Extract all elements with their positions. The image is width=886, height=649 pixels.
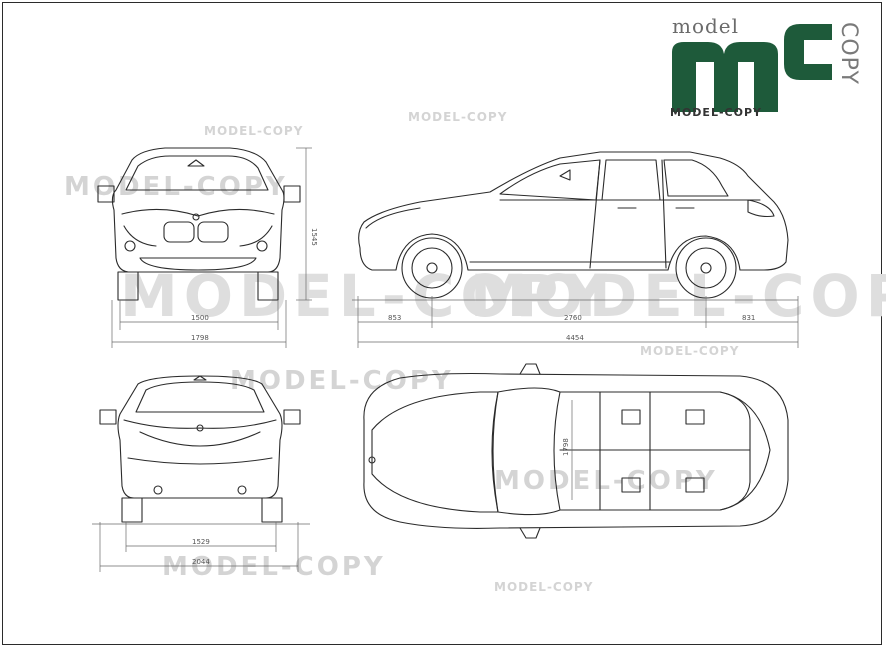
dim-top-width: 1798 xyxy=(562,438,570,456)
dim-front-height: 1545 xyxy=(310,228,318,246)
dim-front-width: 1798 xyxy=(191,334,209,342)
dim-rear-track: 1529 xyxy=(192,538,210,546)
logo-script-text: model xyxy=(672,14,740,38)
dim-side-wheelbase: 2760 xyxy=(564,314,582,322)
dim-side-length: 4454 xyxy=(566,334,584,342)
model-copy-logo: model COPY MODEL-COPY xyxy=(668,14,868,124)
dim-side-rear-overhang: 831 xyxy=(742,314,755,322)
logo-m-letter xyxy=(672,42,778,112)
front-view xyxy=(97,147,301,301)
dim-rear-width: 2044 xyxy=(192,558,210,566)
top-view xyxy=(363,363,789,539)
rear-view xyxy=(99,375,301,523)
logo-bar-text: MODEL-COPY xyxy=(670,106,762,119)
dim-side-front-overhang: 853 xyxy=(388,314,401,322)
logo-c-letter xyxy=(784,24,832,80)
dim-front-track: 1500 xyxy=(191,314,209,322)
side-view xyxy=(358,151,789,299)
logo-copy-vertical: COPY xyxy=(836,22,861,85)
